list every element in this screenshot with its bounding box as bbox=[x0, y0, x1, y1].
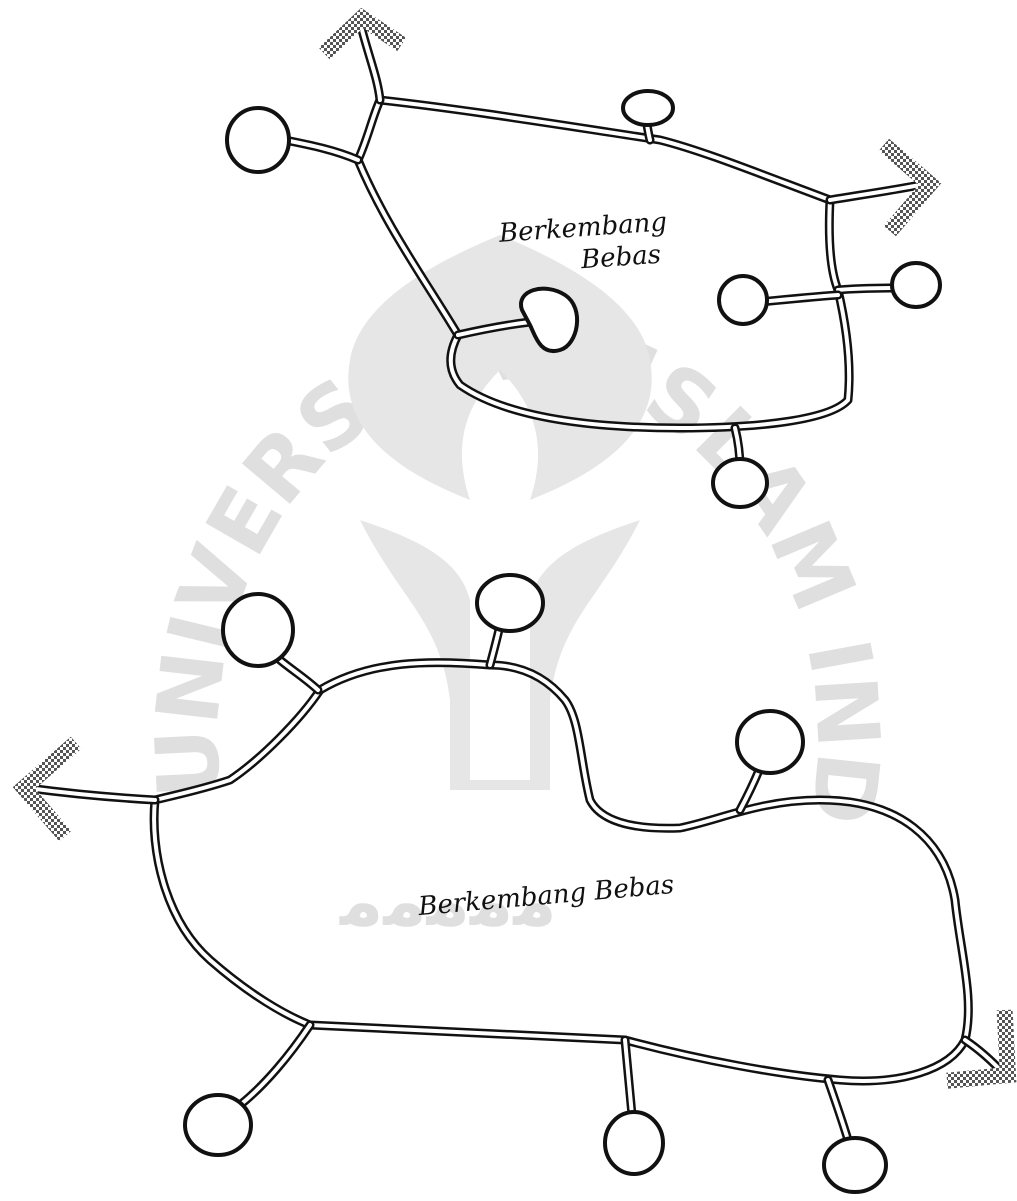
cul-de-sac-bulb bbox=[221, 592, 295, 668]
cul-de-sac-bulb bbox=[225, 106, 291, 174]
top-cluster-label: Berkembang Bebas bbox=[498, 206, 670, 282]
cul-de-sac-bulb bbox=[711, 457, 769, 509]
cul-de-sac-bulb bbox=[183, 1093, 253, 1157]
cul-de-sac-bulb bbox=[603, 1110, 665, 1176]
top-cluster bbox=[225, 7, 942, 509]
cul-de-sac-bulb bbox=[518, 286, 580, 354]
arrow-east-icon bbox=[878, 138, 942, 237]
watermark-emblem-shape bbox=[348, 235, 652, 500]
arrow-southeast-icon bbox=[946, 1009, 1017, 1089]
cul-de-sac-bulb bbox=[475, 573, 545, 633]
cul-de-sac-bulb bbox=[890, 261, 942, 309]
watermark-script-text: ﻣﻣﻣﻣﻣ bbox=[339, 860, 557, 942]
cul-de-sac-bulb bbox=[717, 274, 769, 326]
arrow-west-icon bbox=[12, 736, 82, 842]
watermark-emblem-base bbox=[360, 520, 640, 790]
cul-de-sac-bulb bbox=[621, 89, 675, 127]
cul-de-sac-bulb bbox=[735, 709, 805, 775]
arrow-north-icon bbox=[318, 7, 407, 60]
bottom-cluster bbox=[12, 573, 1017, 1194]
cul-de-sac-bulb bbox=[822, 1136, 888, 1194]
